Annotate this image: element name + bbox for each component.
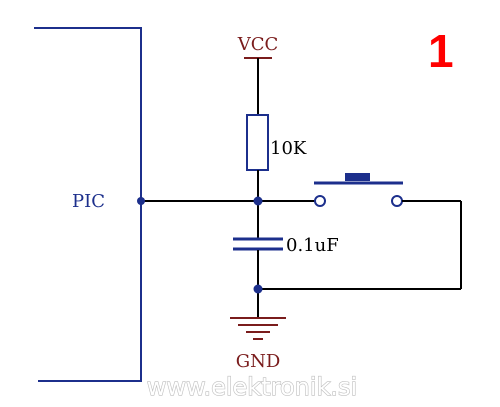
vcc-label: VCC <box>237 34 279 55</box>
switch-contact-right <box>391 195 403 207</box>
junction-pic-pin <box>137 197 145 205</box>
figure-number: 1 <box>428 25 454 77</box>
junction-reset-node <box>253 196 263 206</box>
resistor-value-label: 10K <box>270 138 307 159</box>
capacitor-value-label: 0.1uF <box>286 235 339 256</box>
switch-button-cap <box>345 173 370 181</box>
gnd-label: GND <box>236 351 281 372</box>
switch-contact-left <box>314 195 326 207</box>
pic-label: PIC <box>72 191 105 212</box>
watermark-text: www.elektronik.si <box>147 373 357 401</box>
resistor <box>246 114 269 171</box>
junction-ground-node <box>253 284 263 294</box>
